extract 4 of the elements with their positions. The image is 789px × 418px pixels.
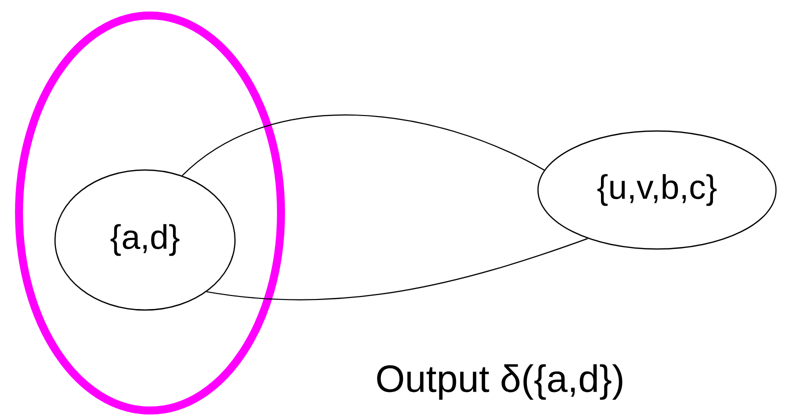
highlight-ellipse bbox=[15, 12, 285, 414]
connector-line bbox=[206, 238, 588, 300]
connector-line bbox=[182, 114, 545, 176]
output-text: Output δ({a,d}) bbox=[377, 364, 622, 400]
